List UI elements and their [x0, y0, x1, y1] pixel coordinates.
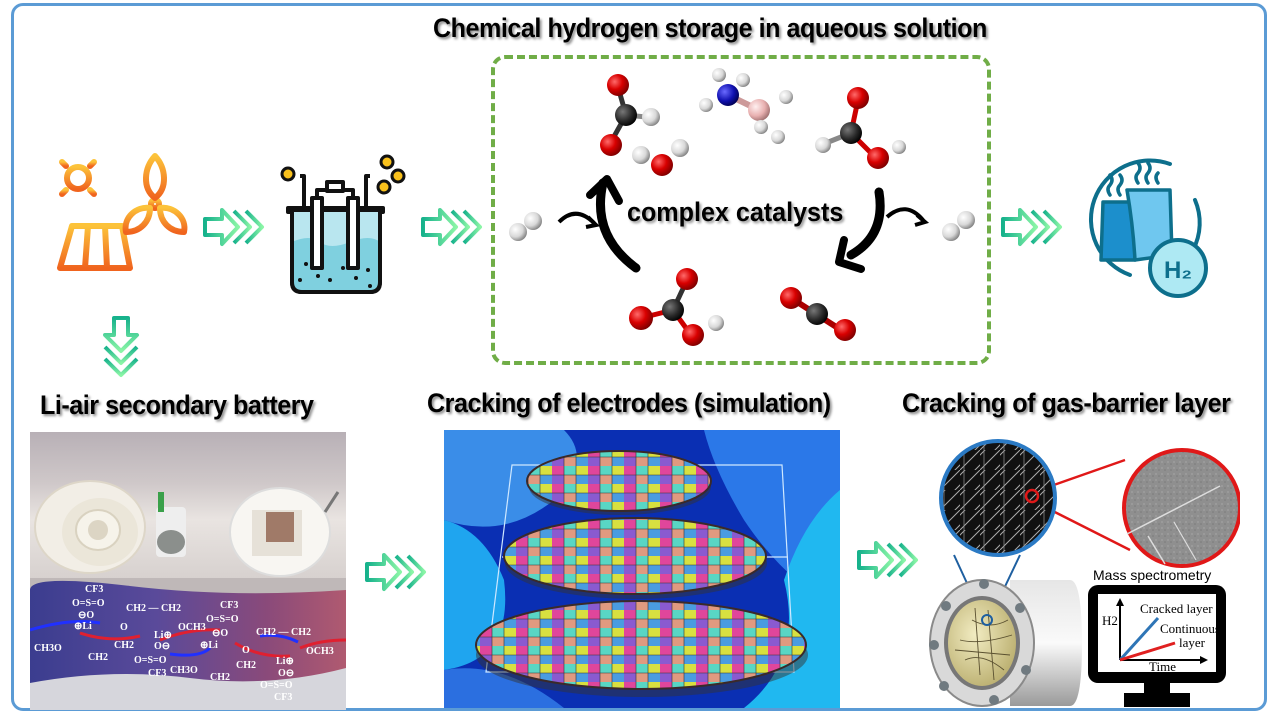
- svg-text:O=S=O: O=S=O: [260, 680, 293, 691]
- cracked-layer-line: [1118, 616, 1160, 662]
- battery-photo: [30, 432, 346, 578]
- hydrogen-molecule-out: [942, 211, 975, 241]
- arrow-right-icon: [421, 208, 482, 246]
- svg-text:CF3: CF3: [274, 692, 292, 703]
- ms-x-label: Time: [1149, 659, 1176, 674]
- svg-text:CF3: CF3: [148, 668, 166, 679]
- svg-text:CH2: CH2: [236, 660, 256, 671]
- svg-text:O=S=O: O=S=O: [134, 655, 167, 666]
- formate-molecule: [600, 74, 660, 156]
- svg-text:O⊖: O⊖: [154, 641, 170, 652]
- gas-barrier-title: Cracking of gas-barrier layer: [902, 388, 1231, 418]
- catalysis-cycle-box: [491, 55, 991, 365]
- arrow-right-icon: [203, 208, 264, 246]
- li-air-title: Li-air secondary battery: [40, 390, 314, 420]
- svg-text:CH3O: CH3O: [34, 643, 62, 654]
- svg-text:O=S=O: O=S=O: [72, 598, 105, 609]
- arrow-right-icon: [365, 553, 426, 591]
- svg-text:CH2: CH2: [88, 652, 108, 663]
- continuous-layer-line: [1119, 641, 1176, 662]
- bicarbonate-molecule: [629, 268, 724, 346]
- svg-text:⊕Li: ⊕Li: [74, 621, 92, 632]
- svg-text:⊖O: ⊖O: [78, 610, 94, 621]
- gas-barrier-illustration: H2 Cracked layer Continuous layer Time: [929, 439, 1240, 707]
- svg-text:CH2 — CH2: CH2 — CH2: [126, 603, 181, 614]
- ms-series-continuous-1: Continuous: [1160, 621, 1220, 636]
- svg-text:H₂: H₂: [1164, 257, 1192, 284]
- catalysis-cycle-diagram: [509, 68, 975, 346]
- arrow-right-icon: [857, 541, 918, 579]
- svg-text:O: O: [120, 622, 128, 633]
- svg-text:⊖O: ⊖O: [212, 628, 228, 639]
- ammonia-borane-molecule: [699, 68, 793, 144]
- svg-text:O: O: [242, 645, 250, 656]
- svg-text:O⊖: O⊖: [278, 668, 294, 679]
- svg-text:CH3O: CH3O: [170, 665, 198, 676]
- hydrogen-power-plant-icon: H₂: [1089, 158, 1208, 298]
- mass-spectrometry-label: Mass spectrometry: [1093, 567, 1212, 583]
- ms-series-cracked: Cracked layer: [1140, 601, 1213, 616]
- svg-text:O=S=O: O=S=O: [206, 614, 239, 625]
- svg-text:CF3: CF3: [85, 584, 103, 595]
- hydrogen-molecule-in: [509, 212, 542, 241]
- svg-text:CF3: CF3: [220, 600, 238, 611]
- arrow-right-icon: [1001, 208, 1062, 246]
- electrolyte-diagram: CF3 O=S=O ⊖O ⊕Li CH2 — CH2 O OCH3 Li⊕ O⊖…: [30, 578, 346, 710]
- svg-text:⊕Li: ⊕Li: [200, 640, 218, 651]
- renewable-energy-icon: [51, 153, 195, 297]
- carbon-dioxide-molecule: [780, 287, 856, 341]
- electrode-simulation-image: [444, 430, 840, 708]
- main-title: Chemical hydrogen storage in aqueous sol…: [433, 13, 987, 43]
- svg-text:CH2 — CH2: CH2 — CH2: [256, 627, 311, 638]
- svg-text:CH2: CH2: [210, 672, 230, 683]
- electrolysis-beaker-icon: [280, 154, 406, 294]
- svg-text:OCH3: OCH3: [306, 646, 334, 657]
- outer-frame: [11, 3, 1267, 711]
- svg-text:Li⊕: Li⊕: [276, 656, 294, 667]
- arrow-down-icon: [103, 316, 139, 377]
- formic-acid-molecule: [815, 87, 906, 169]
- svg-text:OCH3: OCH3: [178, 622, 206, 633]
- electrodes-title: Cracking of electrodes (simulation): [427, 388, 831, 418]
- ms-y-label: H2: [1102, 613, 1118, 628]
- water-molecule: [632, 139, 689, 176]
- ms-series-continuous-2: layer: [1179, 635, 1206, 650]
- svg-text:CH2: CH2: [114, 640, 134, 651]
- svg-text:Li⊕: Li⊕: [154, 630, 172, 641]
- catalyst-label: complex catalysts: [627, 197, 844, 227]
